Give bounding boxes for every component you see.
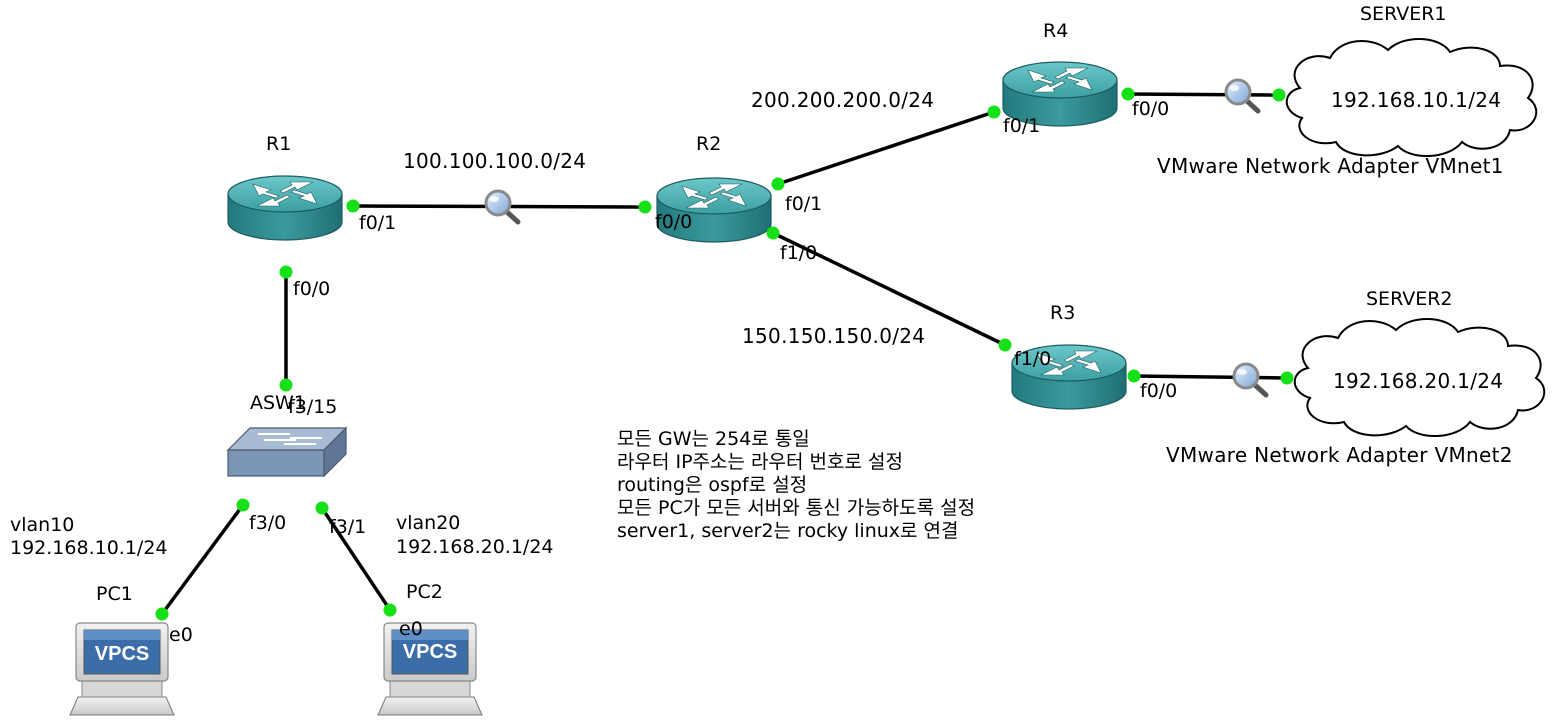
server1-cloud[interactable] bbox=[1285, 37, 1538, 158]
server2-label: SERVER2 bbox=[1366, 288, 1453, 310]
network-r1-r2-label: 100.100.100.0/24 bbox=[403, 149, 587, 173]
router-r1[interactable] bbox=[227, 175, 343, 241]
link-r2-r4 bbox=[777, 110, 995, 186]
r1-f00-label: f0/0 bbox=[293, 278, 331, 300]
r1-label: R1 bbox=[266, 133, 292, 155]
pc2-vpcs[interactable] bbox=[377, 622, 483, 716]
r2-label: R2 bbox=[696, 133, 722, 155]
switch-asw1[interactable] bbox=[226, 426, 348, 478]
note-line: server1, server2는 rocky linux로 연결 bbox=[617, 520, 959, 542]
r1-f01-label: f0/1 bbox=[359, 212, 397, 234]
links bbox=[160, 92, 1288, 616]
note-line: 모든 PC가 모든 서버와 통신 가능하도록 설정 bbox=[617, 497, 976, 519]
pc1-vpcs[interactable] bbox=[69, 622, 175, 716]
vlan20-name-label: vlan20 bbox=[396, 512, 461, 534]
link-switch-pc1 bbox=[160, 503, 245, 616]
r4-f01-label: f0/1 bbox=[1003, 115, 1041, 137]
server2-ip-label: 192.168.20.1/24 bbox=[1333, 369, 1504, 393]
pc1-label: PC1 bbox=[96, 583, 133, 605]
pc1-vpcs-label: VPCS bbox=[95, 643, 149, 665]
link-r4-server1 bbox=[1127, 92, 1280, 97]
server2-cloud[interactable] bbox=[1293, 317, 1546, 438]
r3-f00-label: f0/0 bbox=[1140, 380, 1178, 402]
switch-f31-label: f3/1 bbox=[329, 516, 367, 538]
r3-label: R3 bbox=[1050, 302, 1076, 324]
r4-f00-label: f0/0 bbox=[1132, 98, 1170, 120]
switch-f30-label: f3/0 bbox=[249, 512, 287, 534]
vlan20-net-label: 192.168.20.1/24 bbox=[396, 536, 554, 558]
server1-label: SERVER1 bbox=[1360, 3, 1447, 25]
switch-label: ASW1 bbox=[250, 392, 306, 414]
network-r2-r3-label: 150.150.150.0/24 bbox=[742, 324, 926, 348]
note-line: routing은 ospf로 설정 bbox=[617, 474, 808, 496]
link-r2-r3 bbox=[772, 231, 1006, 347]
pc2-label: PC2 bbox=[406, 581, 443, 603]
pc2-vpcs-label: VPCS bbox=[403, 641, 457, 663]
r2-f10-label: f1/0 bbox=[780, 242, 818, 264]
note-line: 모든 GW는 254로 통일 bbox=[617, 428, 810, 450]
link-switch-pc2 bbox=[320, 507, 392, 611]
server1-adapter-label: VMware Network Adapter VMnet1 bbox=[1157, 154, 1504, 178]
capture-r3-server2-icon[interactable] bbox=[1234, 364, 1266, 395]
r4-label: R4 bbox=[1043, 20, 1069, 42]
r2-f01-label: f0/1 bbox=[785, 193, 823, 215]
switch-f315-label: f3/15 bbox=[288, 396, 338, 418]
pc2-e0-label: e0 bbox=[399, 618, 423, 640]
r2-f00-label: f0/0 bbox=[655, 211, 693, 233]
link-r3-server2 bbox=[1133, 374, 1288, 380]
link-dots bbox=[155, 87, 1294, 621]
notes-block: 모든 GW는 254로 통일 라우터 IP주소는 라우터 번호로 설정 rout… bbox=[617, 428, 975, 543]
vlan10-net-label: 192.168.10.1/24 bbox=[10, 537, 168, 559]
vlan10-name-label: vlan10 bbox=[10, 514, 75, 536]
note-line: 라우터 IP주소는 라우터 번호로 설정 bbox=[617, 451, 903, 473]
server2-adapter-label: VMware Network Adapter VMnet2 bbox=[1166, 443, 1513, 467]
pc1-e0-label: e0 bbox=[169, 624, 193, 646]
r3-f10-label: f1/0 bbox=[1014, 348, 1052, 370]
server1-ip-label: 192.168.10.1/24 bbox=[1331, 88, 1502, 112]
network-r2-r4-label: 200.200.200.0/24 bbox=[751, 88, 935, 112]
